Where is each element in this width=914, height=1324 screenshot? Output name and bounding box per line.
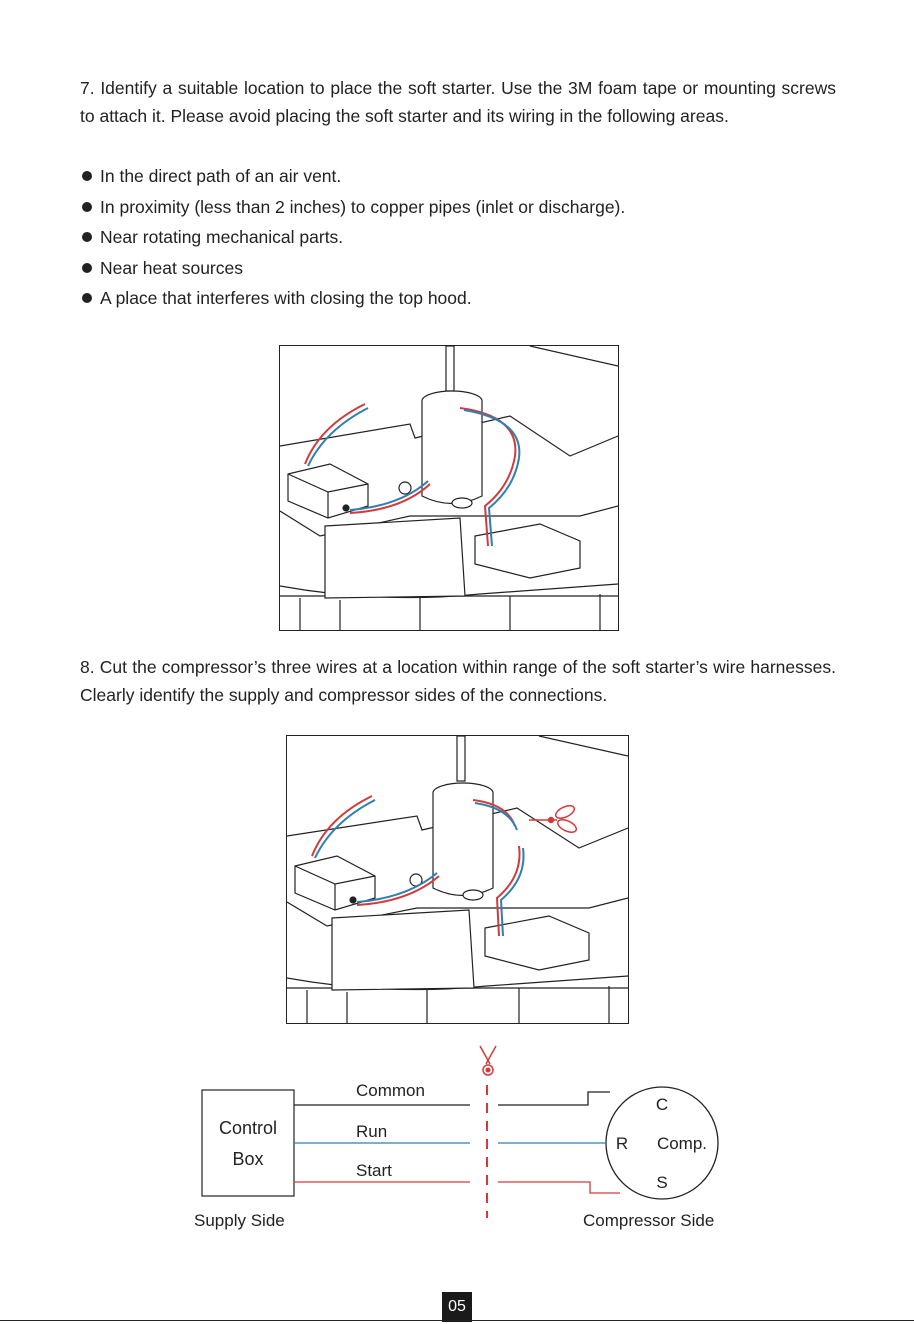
list-item: Near heat sources <box>82 254 625 285</box>
scissors-icon <box>529 805 578 833</box>
control-box <box>201 1089 295 1197</box>
terminal-s-label: S <box>656 1173 667 1192</box>
compressor-side-label: Compressor Side <box>583 1211 714 1230</box>
list-item: In the direct path of an air vent. <box>82 162 625 193</box>
list-item: A place that interferes with closing the… <box>82 284 625 315</box>
bullet-dot-icon <box>82 293 92 303</box>
wiring-diagram: Control Box Common Run Start C R Comp. S… <box>194 1045 719 1230</box>
common-wire-compressor <box>498 1091 610 1106</box>
soft-starter-placement-illustration <box>279 345 619 631</box>
terminal-c-label: C <box>656 1095 668 1114</box>
footer-divider <box>0 1320 914 1321</box>
page-number: 05 <box>442 1292 472 1322</box>
list-item: In proximity (less than 2 inches) to cop… <box>82 193 625 224</box>
list-item: Near rotating mechanical parts. <box>82 223 625 254</box>
wire-label-run: Run <box>356 1122 387 1141</box>
bullet-dot-icon <box>82 171 92 181</box>
wire-label-start: Start <box>356 1161 392 1180</box>
step-8-instructions: 8. Cut the compressor’s three wires at a… <box>80 657 836 705</box>
start-wire-compressor <box>498 1181 620 1194</box>
wire-cutting-illustration <box>286 735 629 1024</box>
avoid-areas-list: In the direct path of an air vent. In pr… <box>82 162 625 315</box>
compressor <box>605 1086 719 1200</box>
terminal-r-label: R <box>616 1134 628 1153</box>
scissors-icon <box>479 1045 497 1076</box>
control-box-label-line2: Box <box>232 1149 263 1169</box>
bullet-dot-icon <box>82 232 92 242</box>
bullet-dot-icon <box>82 262 92 273</box>
compressor-label: Comp. <box>657 1134 707 1153</box>
supply-side-label: Supply Side <box>194 1211 285 1230</box>
bullet-dot-icon <box>82 201 92 212</box>
step-7-instructions: 7. Identify a suitable location to place… <box>80 78 836 126</box>
wire-label-common: Common <box>356 1081 425 1100</box>
control-box-label-line1: Control <box>219 1118 277 1138</box>
